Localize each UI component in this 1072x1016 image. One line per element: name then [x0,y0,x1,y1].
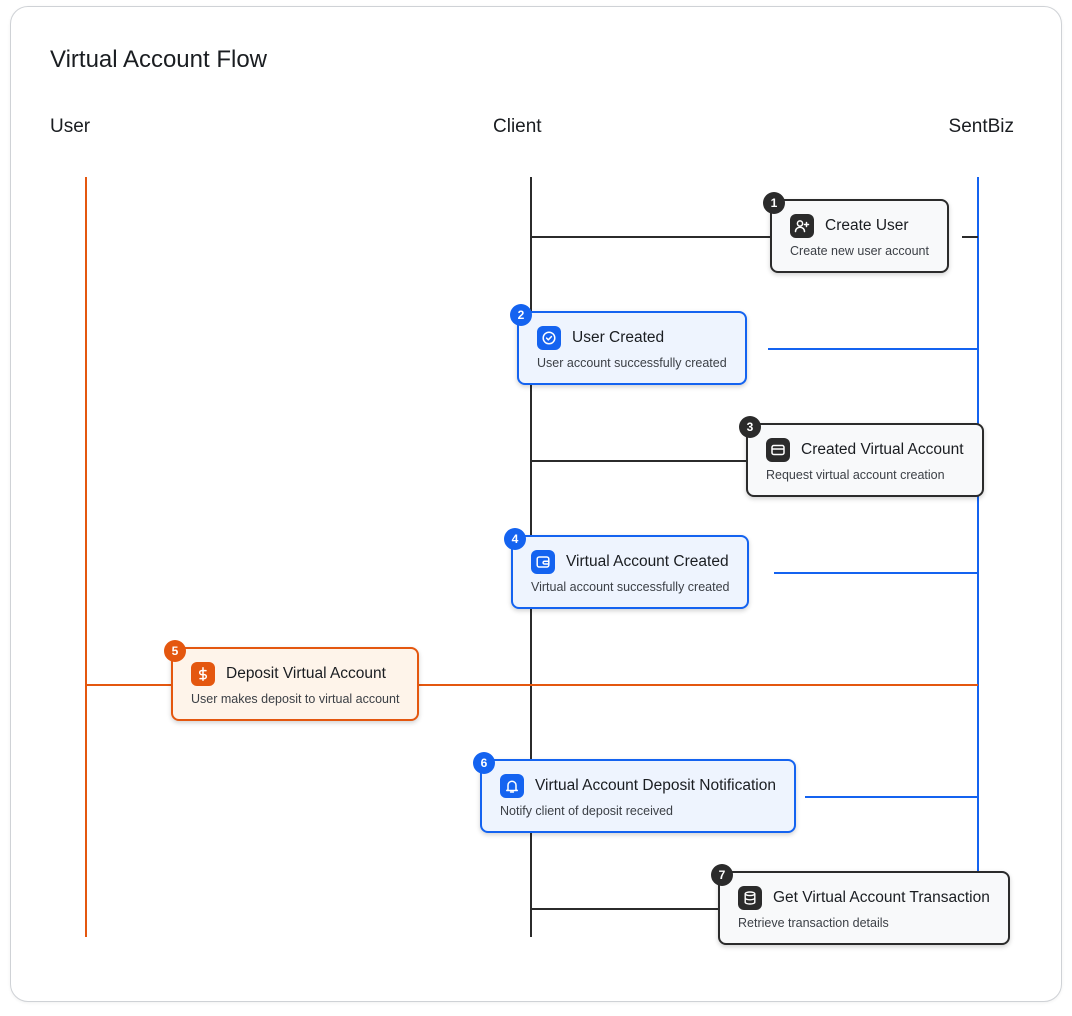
step-node-7[interactable]: 7 Get Virtual Account Transaction Retrie… [711,864,1010,945]
step-number-badge: 6 [473,752,495,774]
step-title: Deposit Virtual Account [226,665,386,682]
user-plus-icon [790,214,814,238]
step-node-6[interactable]: 6 Virtual Account Deposit Notification N… [473,752,796,833]
dollar-icon [191,662,215,686]
step-node-2[interactable]: 2 User Created User account successfully… [510,304,747,385]
connector-step-4 [774,572,978,574]
check-circle-icon [537,326,561,350]
diagram-card [10,6,1062,1002]
diagram-title: Virtual Account Flow [50,46,267,73]
connector-step-5 [86,684,978,686]
credit-card-icon [766,438,790,462]
lifeline-user [85,177,87,937]
step-title: Created Virtual Account [801,441,964,458]
lane-label-sentbiz: SentBiz [948,116,1014,137]
step-node-3[interactable]: 3 Created Virtual Account Request virtua… [739,416,984,497]
connector-step-1-tail [962,236,978,238]
step-description: Virtual account successfully created [531,580,730,594]
bell-icon [500,774,524,798]
database-icon [738,886,762,910]
connector-step-3 [531,460,747,462]
step-node-1[interactable]: 1 Create User Create new user account [763,192,949,273]
connector-step-7 [531,908,719,910]
step-node-4[interactable]: 4 Virtual Account Created Virtual accoun… [504,528,750,609]
step-description: User account successfully created [537,356,727,370]
step-title: Virtual Account Deposit Notification [535,777,776,794]
step-number-badge: 7 [711,864,733,886]
wallet-icon [531,550,555,574]
connector-step-1 [531,236,771,238]
step-description: User makes deposit to virtual account [191,692,400,706]
step-description: Create new user account [790,244,929,258]
step-number-badge: 2 [510,304,532,326]
step-node-5[interactable]: 5 Deposit Virtual Account User makes dep… [164,640,420,721]
step-description: Notify client of deposit received [500,804,674,818]
step-description: Retrieve transaction details [738,916,889,930]
step-number-badge: 4 [504,528,526,550]
step-title: User Created [572,329,665,346]
step-number-badge: 5 [164,640,186,662]
step-title: Virtual Account Created [566,553,729,570]
step-title: Get Virtual Account Transaction [773,889,990,906]
lane-label-user: User [50,116,91,137]
connector-step-2 [768,348,978,350]
lifeline-sentbiz [977,177,979,937]
lane-label-client: Client [493,116,542,137]
step-description: Request virtual account creation [766,468,945,482]
step-title: Create User [825,217,909,234]
step-number-badge: 3 [739,416,761,438]
step-number-badge: 1 [763,192,785,214]
connector-step-6 [805,796,978,798]
